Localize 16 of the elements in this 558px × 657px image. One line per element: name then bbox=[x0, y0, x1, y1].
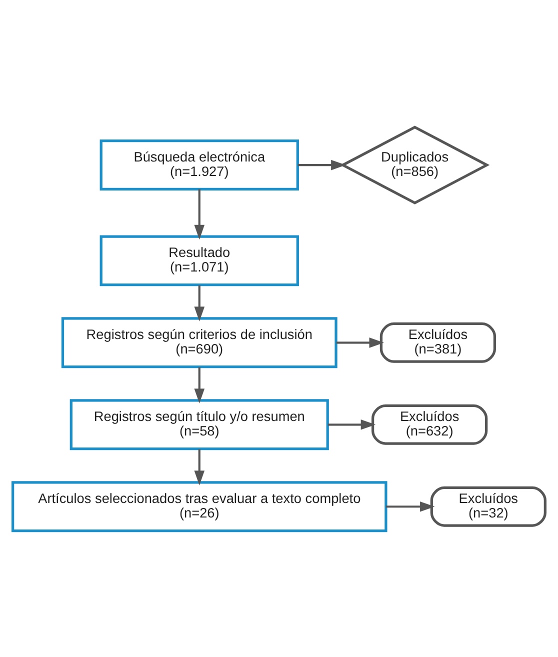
arrow bbox=[328, 418, 376, 430]
arrow bbox=[194, 448, 205, 485]
node-box: Registros según criterios de inclusión (n=690) bbox=[61, 316, 338, 368]
arrow bbox=[194, 188, 205, 240]
node-box: Búsqueda electrónica (n=1.927) bbox=[100, 139, 299, 190]
arrow bbox=[194, 366, 205, 403]
node-box: Excluídos (n=381) bbox=[380, 322, 496, 362]
arrow bbox=[386, 500, 435, 512]
node-box: Excluídos (n=32) bbox=[430, 486, 546, 526]
node-box: Registros según título y/o resumen (n=58) bbox=[70, 398, 329, 450]
node-box: Resultado (n=1.071) bbox=[100, 234, 299, 286]
node-box: Excluídos (n=632) bbox=[372, 404, 488, 444]
node-diamond: Duplicados (n=856) bbox=[340, 125, 490, 204]
arrow bbox=[194, 284, 205, 321]
node-box: Artículos seleccionados tras evaluar a texto completo (n=26) bbox=[12, 480, 388, 532]
arrow bbox=[336, 337, 384, 348]
